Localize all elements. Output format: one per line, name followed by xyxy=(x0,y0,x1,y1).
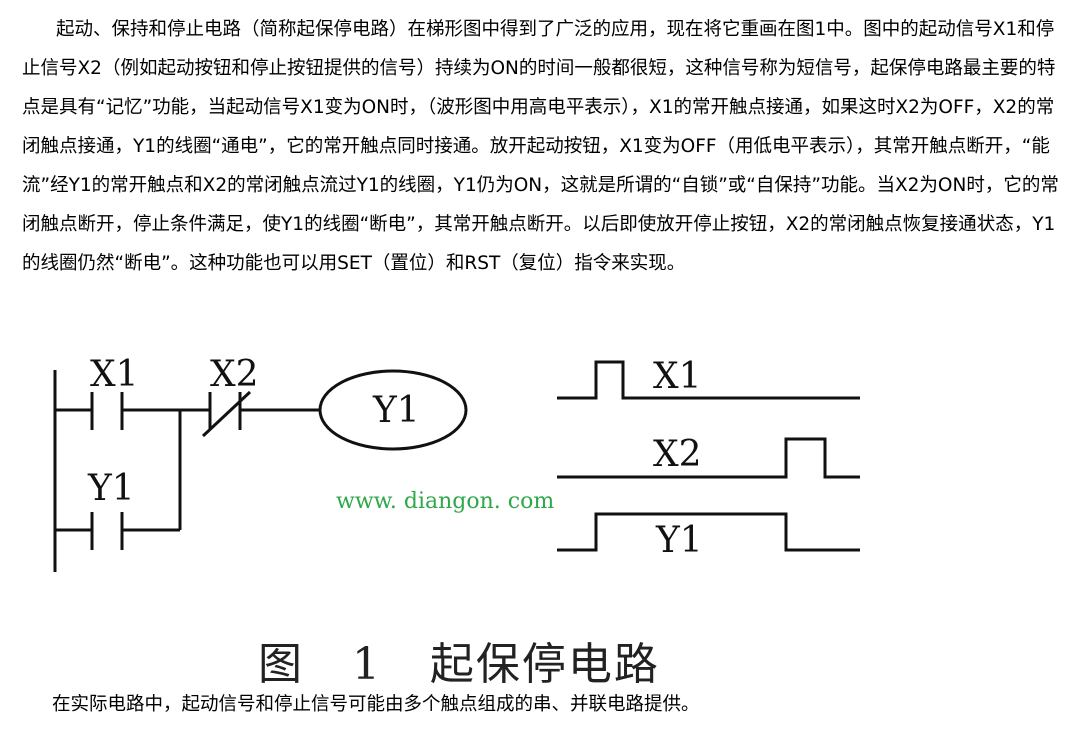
y1-waveform xyxy=(557,512,860,552)
figure-caption: 图 1 起保停电路 xyxy=(258,639,660,690)
contact-y1-label: Y1 xyxy=(87,468,135,509)
x1-waveform xyxy=(557,360,860,400)
wave-x2-label: X2 xyxy=(653,434,702,475)
figure-1: X1 X2 Y1 Y1 X1 X2 Y1 www. diangon. com xyxy=(0,330,1085,640)
circuit-diagram: X1 X2 Y1 Y1 X1 X2 Y1 www. diangon. com xyxy=(53,354,860,572)
y1-coil xyxy=(318,369,468,451)
x2-normally-closed-slash xyxy=(201,390,252,438)
x2-waveform xyxy=(557,437,860,479)
body-paragraph: 起动、保持和停止电路（简称起保停电路）在梯形图中得到了广泛的应用，现在将它重画在… xyxy=(22,19,1059,274)
wave-x1-label: X1 xyxy=(653,356,702,397)
coil-y1-label: Y1 xyxy=(372,390,420,431)
wave-y1-label: Y1 xyxy=(655,520,703,561)
footer-paragraph: 在实际电路中，起动信号和停止信号可能由多个触点组成的串、并联电路提供。 xyxy=(52,694,700,715)
watermark: www. diangon. com xyxy=(336,489,554,514)
contact-x1-label: X1 xyxy=(90,354,139,395)
contact-x2-label: X2 xyxy=(210,354,259,395)
